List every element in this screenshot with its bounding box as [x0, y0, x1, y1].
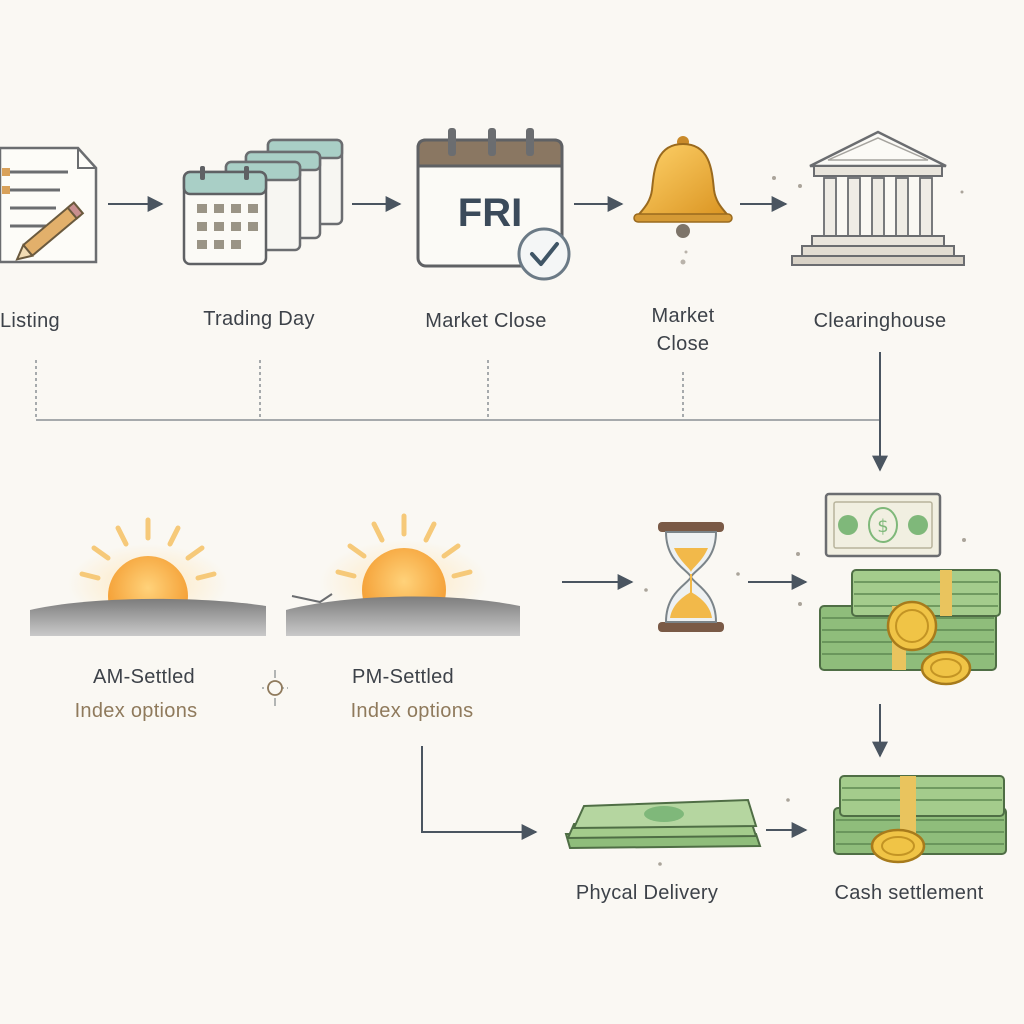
bell-icon [633, 136, 733, 265]
flat-cash-icon [564, 798, 790, 866]
calendar-fri-check-icon: FRI [416, 128, 571, 281]
timeline-bracket [35, 360, 880, 421]
am-pm-connector [262, 670, 288, 706]
cash-coins-icon [796, 538, 1001, 686]
stage-label-expiration-close: Market Close [425, 310, 547, 332]
stage-label-clearinghouse: Clearinghouse [813, 310, 947, 332]
sunset-icon [286, 513, 520, 636]
pm-settled-title: PM-Settled [352, 666, 454, 688]
calendar-stack-icon [182, 138, 344, 266]
bank-building-icon [772, 130, 965, 266]
outcome-physical-delivery: Phycal Delivery [575, 882, 719, 904]
stage-label-market-close: Market Close [620, 302, 746, 358]
cash-settlement-icon [833, 775, 1007, 864]
sunrise-icon [30, 517, 266, 636]
document-pencil-icon [0, 146, 98, 264]
market-close-line: Market Close [651, 305, 715, 355]
stage-label-listing: Listing [0, 310, 60, 332]
am-settled-subtitle: Index options [74, 700, 198, 722]
svg-text:$: $ [877, 516, 888, 537]
calendar-day-text: FRI [458, 191, 522, 235]
pm-settled-subtitle: Index options [350, 700, 474, 722]
stage-label-trading-day: Trading Day [203, 308, 315, 330]
banknote-icon: $ [824, 492, 942, 558]
hourglass-icon [644, 522, 740, 632]
am-settled-title: AM-Settled [93, 666, 195, 688]
outcome-cash-settlement: Cash settlement [834, 882, 984, 904]
arrow-to-physical-delivery [421, 746, 538, 840]
